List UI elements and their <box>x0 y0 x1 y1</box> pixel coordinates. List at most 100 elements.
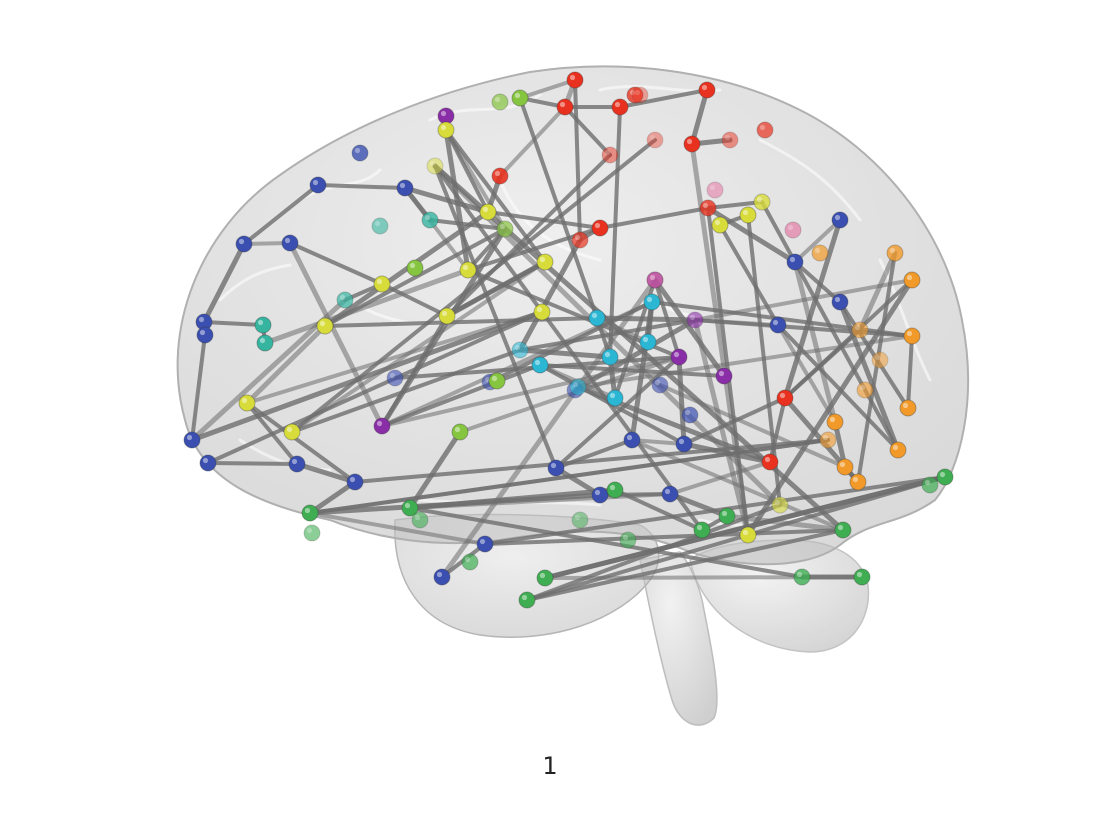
region-node-red <box>491 167 509 185</box>
connectivity-edge <box>906 334 914 410</box>
connectivity-edge <box>718 223 780 327</box>
connectivity-edge <box>245 401 357 484</box>
region-node-red <box>756 121 774 139</box>
connectivity-edge <box>658 383 847 469</box>
region-node-highlight <box>856 571 863 578</box>
region-node-teal <box>421 211 439 229</box>
region-node-highlight <box>376 278 383 285</box>
connectivity-edge <box>483 528 845 546</box>
region-node-highlight <box>424 214 431 221</box>
region-node-highlight <box>609 484 616 491</box>
region-node-highlight <box>906 330 913 337</box>
connectivity-edge <box>443 127 471 273</box>
region-node-yellow <box>739 526 757 544</box>
region-node-highlight <box>479 538 486 545</box>
region-node-purple <box>373 417 391 435</box>
region-node-highlight <box>574 514 581 521</box>
connectivity-edge <box>408 506 804 579</box>
region-node-highlight <box>678 438 685 445</box>
region-node-yellow <box>238 394 256 412</box>
region-node-highlight <box>622 534 629 541</box>
region-node-highlight <box>198 316 205 323</box>
connectivity-edge <box>307 479 358 516</box>
region-node-green <box>834 521 852 539</box>
region-node-yellow <box>536 253 554 271</box>
region-node-highlight <box>702 202 709 209</box>
region-node-orange <box>851 321 869 339</box>
region-node-highlight <box>259 337 266 344</box>
region-node-blue <box>831 293 849 311</box>
region-node-blue <box>183 431 201 449</box>
region-node-red <box>601 146 619 164</box>
region-node-highlight <box>202 457 209 464</box>
region-node-cyan <box>511 341 529 359</box>
region-node-blue <box>288 455 306 473</box>
connectivity-edge <box>525 528 845 602</box>
region-node-cyan <box>588 309 606 327</box>
region-node-blue <box>623 431 641 449</box>
region-node-yellow <box>753 193 771 211</box>
region-node-purple <box>670 348 688 366</box>
region-node-blue <box>547 459 565 477</box>
region-node-highlight <box>389 372 396 379</box>
region-node-highlight <box>634 89 641 96</box>
region-node-blue <box>281 234 299 252</box>
connectivity-edge <box>380 363 542 428</box>
connectivity-edge <box>608 105 622 359</box>
region-node-highlight <box>889 247 896 254</box>
region-node-yellow <box>373 275 391 293</box>
region-node-blue <box>235 235 253 253</box>
region-node-highlight <box>829 416 836 423</box>
region-node-highlight <box>724 134 731 141</box>
region-node-highlight <box>626 434 633 441</box>
region-node-highlight <box>939 471 946 478</box>
region-node-highlight <box>440 110 447 117</box>
region-node-highlight <box>673 351 680 358</box>
region-node-highlight <box>462 264 469 271</box>
region-node-highlight <box>721 510 728 517</box>
connectivity-edge <box>792 259 838 425</box>
region-node-blue <box>346 473 364 491</box>
region-node-highlight <box>664 488 671 495</box>
region-node-blue <box>309 176 327 194</box>
connectivity-edge <box>189 309 545 443</box>
region-node-highlight <box>349 476 356 483</box>
region-node-highlight <box>534 359 541 366</box>
region-node-highlight <box>536 306 543 313</box>
region-node-highlight <box>429 160 436 167</box>
connectivity-edge <box>307 492 603 516</box>
region-node-yellow <box>437 121 455 139</box>
region-node-purple <box>715 367 733 385</box>
region-node-highlight <box>834 214 841 221</box>
region-node-cyan <box>531 356 549 374</box>
region-node-highlight <box>591 312 598 319</box>
region-node-orange <box>871 351 889 369</box>
region-node-highlight <box>756 196 763 203</box>
region-node-highlight <box>646 296 653 303</box>
region-node-green <box>536 569 554 587</box>
region-node-highlight <box>686 138 693 145</box>
connectivity-edge <box>689 87 710 147</box>
region-node-highlight <box>718 370 725 377</box>
region-node-green <box>693 521 711 539</box>
connectivity-edge <box>262 267 471 346</box>
region-node-highlight <box>839 461 846 468</box>
region-node-highlight <box>414 514 421 521</box>
region-node-teal <box>336 291 354 309</box>
region-node-highlight <box>284 237 291 244</box>
connectivity-edge <box>445 260 547 318</box>
region-node-blue <box>786 253 804 271</box>
connectivity-edge <box>613 488 704 532</box>
region-node-highlight <box>409 262 416 269</box>
frame-number-label: 1 <box>542 752 558 780</box>
region-node-red <box>566 71 584 89</box>
region-node-orange <box>903 271 921 289</box>
region-node-highlight <box>186 434 193 441</box>
region-node-yellow <box>771 496 789 514</box>
region-node-blue <box>831 211 849 229</box>
region-node-cyan <box>606 389 624 407</box>
region-node-highlight <box>906 274 913 281</box>
region-node-highlight <box>764 456 771 463</box>
connectivity-edge <box>776 323 837 424</box>
region-node-orange <box>849 473 867 491</box>
